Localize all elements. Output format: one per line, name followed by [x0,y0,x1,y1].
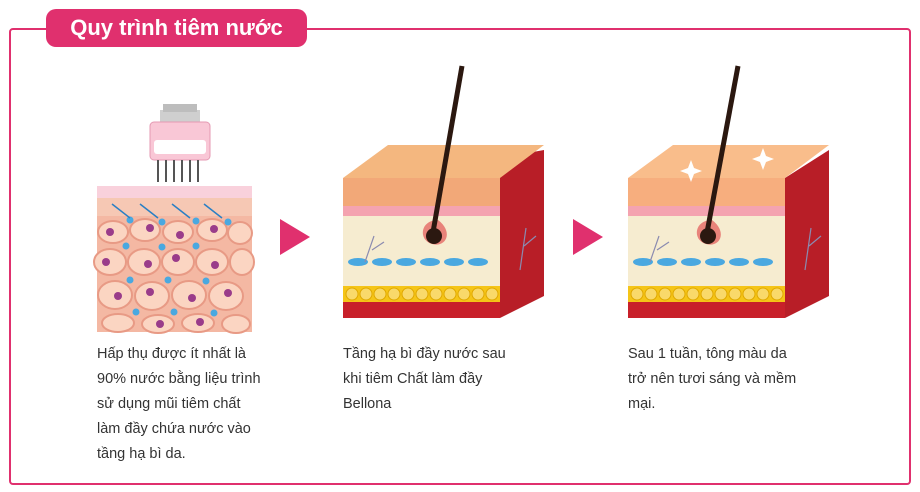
injector-device [149,104,211,182]
arrow-right-icon [280,219,310,255]
step-2-caption: Tầng hạ bì đầy nước sau khi tiêm Chất là… [343,346,506,412]
sparkle-icon [680,148,774,182]
step-3-caption: Sau 1 tuần, tông màu da trở nên tươi sán… [628,346,797,412]
section-title: Quy trình tiêm nước [46,9,307,47]
content-frame [9,28,911,485]
arrow-right-icon [573,219,603,255]
step-1-caption: Hấp thụ được ít nhất là 90% nước bằng li… [97,346,261,462]
